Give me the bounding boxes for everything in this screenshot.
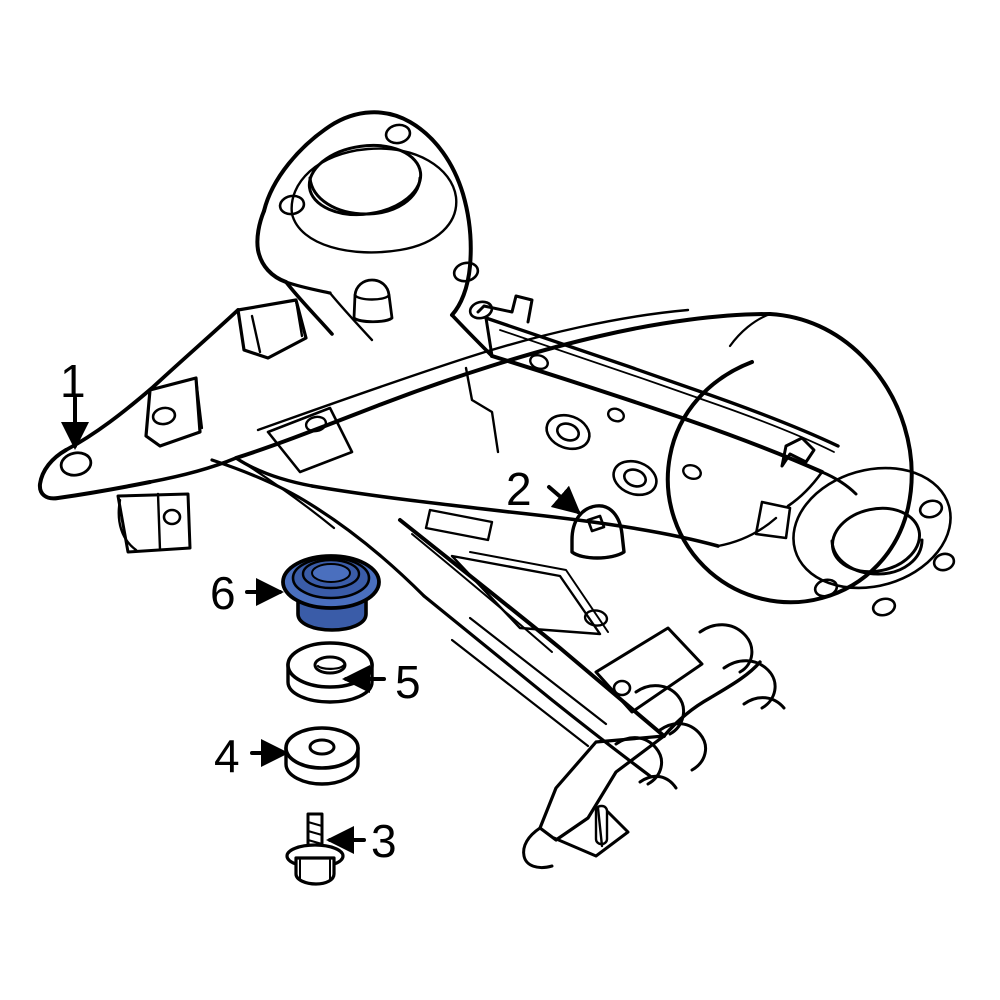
callout-number-3: 3 — [371, 815, 397, 867]
callout-number-5: 5 — [395, 656, 421, 708]
bushing-insulator-highlighted — [281, 554, 381, 632]
mounting-bolt — [285, 812, 345, 886]
upper-washer — [286, 641, 374, 704]
callout-number-4: 4 — [214, 730, 240, 782]
callout-number-1: 1 — [60, 355, 86, 407]
callout-number-2: 2 — [506, 463, 532, 515]
lower-washer — [284, 726, 360, 786]
callout-number-6: 6 — [210, 567, 236, 619]
subframe-crossmember — [37, 110, 956, 870]
leader-arrow-2 — [547, 485, 582, 515]
leader-arrows — [61, 396, 582, 854]
dowel-pin-stopper — [570, 504, 626, 560]
